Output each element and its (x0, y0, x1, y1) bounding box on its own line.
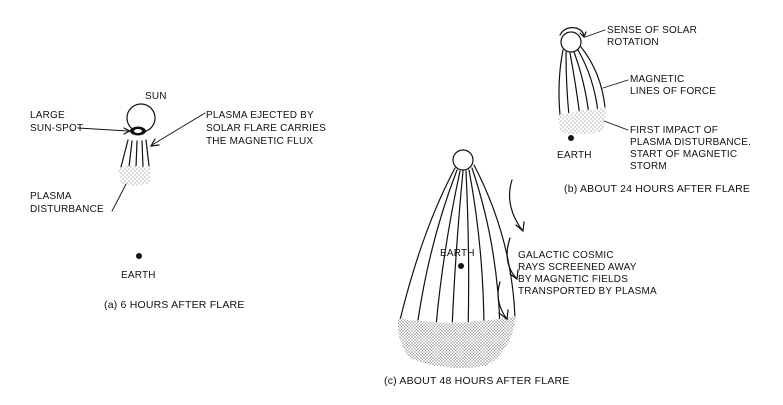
magnetic-lines-b (558, 46, 606, 118)
plasma-disturbance-c (397, 316, 516, 368)
panel-c: EARTH GALACTIC COSMIC RAYS SCREENED AWAY… (384, 149, 657, 387)
magnetic-label-2: LINES OF FORCE (630, 86, 716, 97)
plasma-label-1: PLASMA EJECTED BY (206, 110, 314, 121)
rotation-arrow (559, 27, 585, 37)
magnetic-label-1: MAGNETIC (630, 74, 684, 85)
earth-label-b: EARTH (557, 150, 592, 161)
cosmic-label-1: GALACTIC COSMIC (518, 250, 614, 261)
sun-b (560, 31, 582, 53)
cosmic-ray-arrows (497, 179, 525, 321)
impact-label-3: START OF MAGNETIC (630, 149, 737, 160)
sunspot-label-1: LARGE (30, 110, 65, 121)
plasma-disturbance-b (558, 108, 606, 135)
magnetic-lines-c (399, 164, 516, 335)
caption-a: (a) 6 HOURS AFTER FLARE (104, 299, 245, 311)
cosmic-label-4: TRANSPORTED BY PLASMA (518, 286, 657, 297)
earth-a (136, 253, 142, 259)
sun-label: SUN (145, 91, 167, 102)
cosmic-label-2: RAYS SCREENED AWAY (518, 262, 637, 273)
panel-b: EARTH SENSE OF SOLAR ROTATION MAGNETIC L… (557, 25, 751, 195)
rotation-label-2: ROTATION (607, 37, 659, 48)
disturbance-label-2: DISTURBANCE (30, 204, 104, 215)
rotation-label-1: SENSE OF SOLAR (607, 25, 697, 36)
flux-lines-a (120, 139, 150, 168)
sun-c (452, 149, 474, 171)
disturbance-label-1: PLASMA (30, 191, 72, 202)
earth-b (568, 135, 574, 141)
earth-label-c: EARTH (440, 248, 475, 259)
caption-c: (c) ABOUT 48 HOURS AFTER FLARE (384, 375, 570, 387)
earth-label-a: EARTH (121, 270, 156, 281)
sunspot-label-2: SUN-SPOT (30, 123, 83, 134)
caption-b: (b) ABOUT 24 HOURS AFTER FLARE (564, 183, 750, 195)
plasma-disturbance-a (118, 166, 151, 186)
impact-label-2: PLASMA DISTURBANCE. (630, 137, 751, 148)
panel-a: SUN LARGE SUN-SPOT PLASMA EJECTED BY SOL… (30, 91, 326, 311)
plasma-label-2: SOLAR FLARE CARRIES (206, 123, 326, 134)
impact-label-1: FIRST IMPACT OF (630, 125, 718, 136)
impact-label-4: STORM (630, 161, 667, 172)
plasma-label-3: THE MAGNETIC FLUX (206, 136, 313, 147)
cosmic-label-3: BY MAGNETIC FIELDS (518, 274, 628, 285)
earth-c (458, 263, 464, 269)
